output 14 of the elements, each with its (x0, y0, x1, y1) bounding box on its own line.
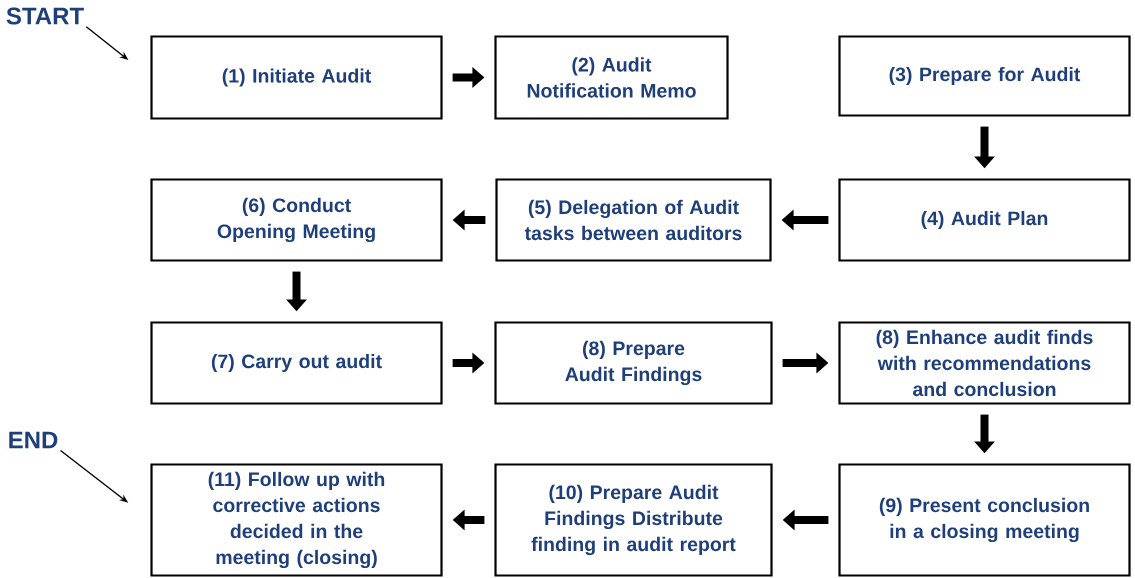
process-box: (5) Delegation of Audit tasks between auditors (495, 178, 772, 262)
process-box: (11) Follow up with corrective actions decided in the meeting (closing) (150, 463, 443, 577)
process-box: (6) Conduct Opening Meeting (150, 178, 443, 262)
process-box: (8) Prepare Audit Findings (494, 321, 773, 405)
process-box: (2) Audit Notification Memo (494, 35, 729, 120)
process-box: (8) Enhance audit finds with recommendations and conclusion (838, 321, 1131, 405)
process-box: (7) Carry out audit (150, 321, 443, 405)
process-box: (10) Prepare Audit Findings Distribute finding in audit report (494, 463, 773, 577)
process-box: (1) Initiate Audit (150, 35, 443, 120)
process-box: (9) Present conclusion in a closing meeting (838, 463, 1131, 577)
process-box: (4) Audit Plan (838, 178, 1131, 262)
process-box: (3) Prepare for Audit (838, 35, 1131, 117)
label-text: START (6, 7, 84, 25)
label-text: END (9, 431, 58, 449)
